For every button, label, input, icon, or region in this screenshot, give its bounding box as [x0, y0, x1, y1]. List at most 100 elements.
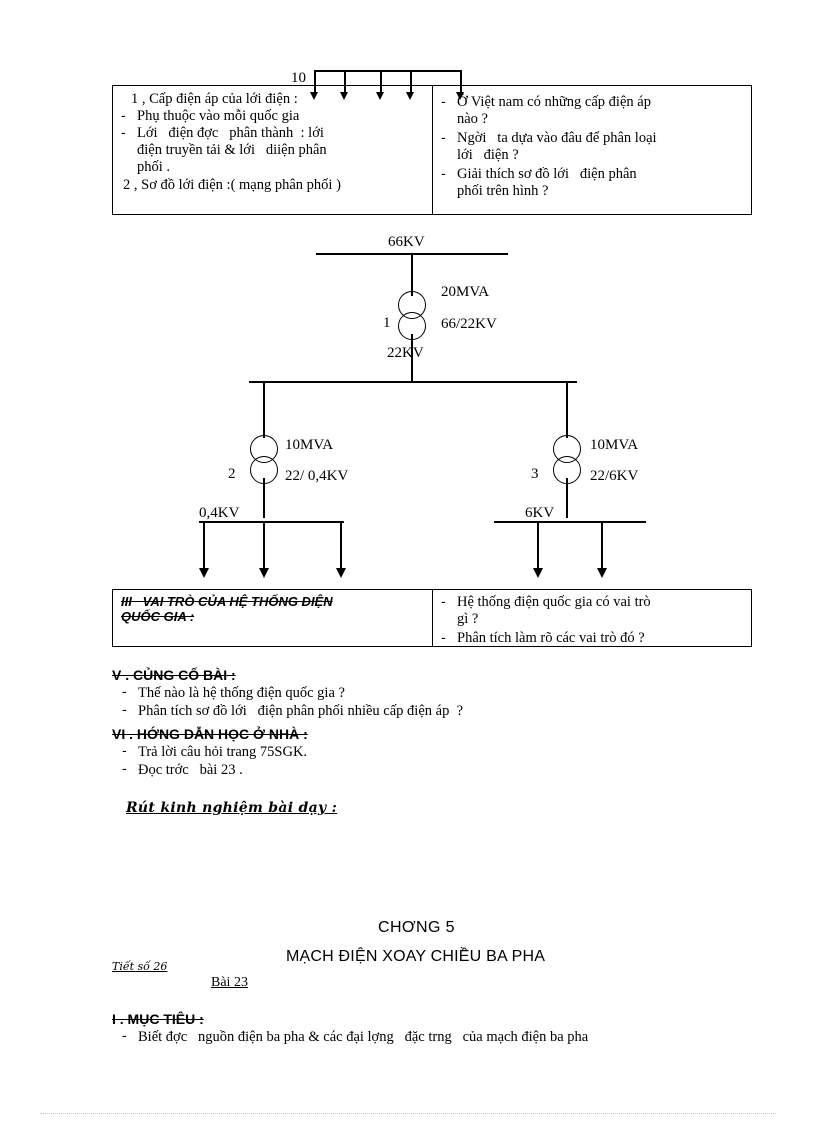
section-v-bullet-row: - Thế nào là hệ thống điện quốc gia ? — [122, 684, 752, 702]
rail-arrowhead-5 — [456, 92, 464, 100]
bullet-dash-icon: - — [441, 129, 446, 145]
load-arrowhead-04kv-2 — [259, 568, 269, 578]
load-stem-04kv-3 — [340, 521, 342, 571]
load-arrowhead-04kv-1 — [199, 568, 209, 578]
load-arrowhead-04kv-3 — [336, 568, 346, 578]
bullet-dash-icon: - — [441, 93, 446, 109]
load-stem-6kv-2 — [601, 521, 603, 571]
load-arrowhead-6kv-2 — [597, 568, 607, 578]
left-bullet-text: Lới điện đợc phân thành : lới điện truyề… — [137, 125, 327, 175]
rut-kinh-nghiem-note: Rút kinh nghiệm bài dạy : — [126, 800, 338, 816]
wire-tr3-to-6kv — [566, 478, 568, 518]
bullet-dash-icon: - — [441, 165, 446, 181]
left-bullet-text: Phụ thuộc vào mỗi quốc gia — [137, 108, 300, 124]
section-i-list: - Biết đợc nguồn điện ba pha & các đại l… — [122, 1028, 782, 1046]
load-stem-04kv-1 — [203, 521, 205, 571]
rail-stem-1 — [314, 70, 316, 96]
bottom-table-heading: III VAI TRÒ CỦA HỆ THỐNG ĐIỆN QUỐC GIA : — [121, 594, 333, 624]
transformer2-ratio: 22/ 0,4KV — [285, 468, 349, 484]
label-22kv: 22KV — [387, 345, 424, 361]
section-vi-bullet-row: - Đọc trớc bài 23 . — [122, 761, 752, 779]
right-bullet-text: Ở Việt nam có những cấp điện áp nào ? — [457, 94, 651, 127]
bottom-bullet-row: - Hệ thống điện quốc gia có vai trò gì ? — [441, 594, 745, 628]
bullet-dash-icon: - — [122, 683, 127, 699]
rail-stem-3 — [380, 70, 382, 96]
rail-stem-4 — [410, 70, 412, 96]
top-table-left-cell: 1 , Cấp điện áp của lới điện : - Phụ thu… — [113, 86, 433, 214]
section-vi-bullet-text: Đọc trớc bài 23 . — [138, 762, 243, 778]
load-stem-04kv-2 — [263, 521, 265, 571]
load-arrowhead-6kv-1 — [533, 568, 543, 578]
rail-horizontal-line — [314, 70, 462, 72]
right-bullet-text: Giải thích sơ đồ lới điện phân phối trên… — [457, 166, 637, 199]
top-question-table: 1 , Cấp điện áp của lới điện : - Phụ thu… — [112, 85, 752, 215]
section-i-heading: I . MỤC TIÊU : — [112, 1011, 204, 1027]
transformer2-rating: 10MVA — [285, 437, 334, 453]
transformer2-number: 2 — [228, 466, 236, 482]
left-bullet-row: - Lới điện đợc phân thành : lới điện tru… — [121, 125, 426, 176]
wire-66kv-to-tr1 — [411, 253, 413, 296]
transformer3-number: 3 — [531, 466, 539, 482]
page-number-marker: 10 — [291, 70, 306, 86]
bottom-table-left-cell: III VAI TRÒ CỦA HỆ THỐNG ĐIỆN QUỐC GIA : — [113, 590, 433, 646]
bai-label: Bài 23 — [211, 975, 248, 990]
section-v-bullet-text: Phân tích sơ đồ lới điện phân phối nhiều… — [138, 703, 464, 719]
chapter-title: MẠCH ĐIỆN XOAY CHIỀU BA PHA — [286, 948, 546, 965]
left-item-1: 1 , Cấp điện áp của lới điện : — [131, 91, 298, 107]
section-vi-bullet-text: Trả lời câu hỏi trang 75SGK. — [138, 744, 308, 760]
bullet-dash-icon: - — [441, 593, 446, 609]
rail-stem-2 — [344, 70, 346, 96]
section-vi-bullet-row: - Trả lời câu hỏi trang 75SGK. — [122, 743, 752, 761]
label-66kv: 66KV — [388, 234, 425, 250]
section-v-heading: V . CỦNG CỐ BÀI : — [112, 667, 236, 683]
section-i-bullet-row: - Biết đợc nguồn điện ba pha & các đại l… — [122, 1028, 782, 1046]
left-bullet-row: - Phụ thuộc vào mỗi quốc gia — [121, 108, 426, 125]
transformer1-rating: 20MVA — [441, 284, 490, 300]
rail-arrowhead-3 — [376, 92, 384, 100]
wire-tr1-to-22kv — [411, 334, 413, 381]
rail-arrowhead-4 — [406, 92, 414, 100]
wire-22kv-to-tr2 — [263, 381, 265, 438]
left-item-2: 2 , Sơ đồ lới điện :( mạng phân phối ) — [123, 177, 341, 193]
bullet-dash-icon: - — [441, 629, 446, 645]
transformer1-ratio: 66/22KV — [441, 316, 497, 332]
label-6kv: 6KV — [525, 505, 555, 521]
bullet-dash-icon: - — [122, 1027, 127, 1043]
section-vi-heading: VI . HỚNG DẪN HỌC Ở NHÀ : — [112, 726, 308, 742]
transformer3-rating: 10MVA — [590, 437, 639, 453]
transformer3-ratio: 22/6KV — [590, 468, 639, 484]
bottom-question-table: III VAI TRÒ CỦA HỆ THỐNG ĐIỆN QUỐC GIA :… — [112, 589, 752, 647]
section-vi-list: - Trả lời câu hỏi trang 75SGK. - Đọc trớ… — [122, 743, 752, 779]
bullet-dash-icon: - — [122, 701, 127, 717]
chapter-chuong-label: CHƠNG 5 — [378, 919, 455, 936]
bullet-dash-icon: - — [121, 107, 126, 123]
right-bullet-row: - Giải thích sơ đồ lới điện phân phối tr… — [441, 166, 745, 200]
right-bullet-row: - Ở Việt nam có những cấp điện áp nào ? — [441, 94, 745, 128]
busbar-22kv — [249, 381, 577, 383]
rail-stem-5 — [460, 70, 462, 96]
bottom-bullet-text: Phân tích làm rõ các vai trò đó ? — [457, 630, 645, 646]
bottom-bullet-text: Hệ thống điện quốc gia có vai trò gì ? — [457, 594, 651, 627]
section-v-bullet-text: Thế nào là hệ thống điện quốc gia ? — [138, 685, 345, 701]
tiet-so-label: Tiết số 26 — [112, 960, 168, 973]
top-table-right-cell: - Ở Việt nam có những cấp điện áp nào ? … — [433, 86, 751, 214]
bullet-dash-icon: - — [122, 760, 127, 776]
busbar-04kv — [199, 521, 344, 523]
load-stem-6kv-1 — [537, 521, 539, 571]
footer-divider — [40, 1113, 776, 1114]
bullet-dash-icon: - — [121, 124, 126, 140]
section-v-list: - Thế nào là hệ thống điện quốc gia ? - … — [122, 684, 752, 720]
busbar-6kv — [494, 521, 646, 523]
label-04kv: 0,4KV — [199, 505, 240, 521]
bottom-table-right-cell: - Hệ thống điện quốc gia có vai trò gì ?… — [433, 590, 751, 646]
bottom-bullet-row: - Phân tích làm rõ các vai trò đó ? — [441, 630, 745, 647]
right-bullet-text: Ngời ta dựa vào đâu để phân loại lới điệ… — [457, 130, 657, 163]
bullet-dash-icon: - — [122, 742, 127, 758]
rail-arrowhead-1 — [310, 92, 318, 100]
right-bullet-row: - Ngời ta dựa vào đâu để phân loại lới đ… — [441, 130, 745, 164]
transformer1-number: 1 — [383, 315, 391, 331]
wire-tr2-to-04kv — [263, 478, 265, 518]
wire-22kv-to-tr3 — [566, 381, 568, 438]
section-v-bullet-row: - Phân tích sơ đồ lới điện phân phối nhi… — [122, 702, 752, 720]
